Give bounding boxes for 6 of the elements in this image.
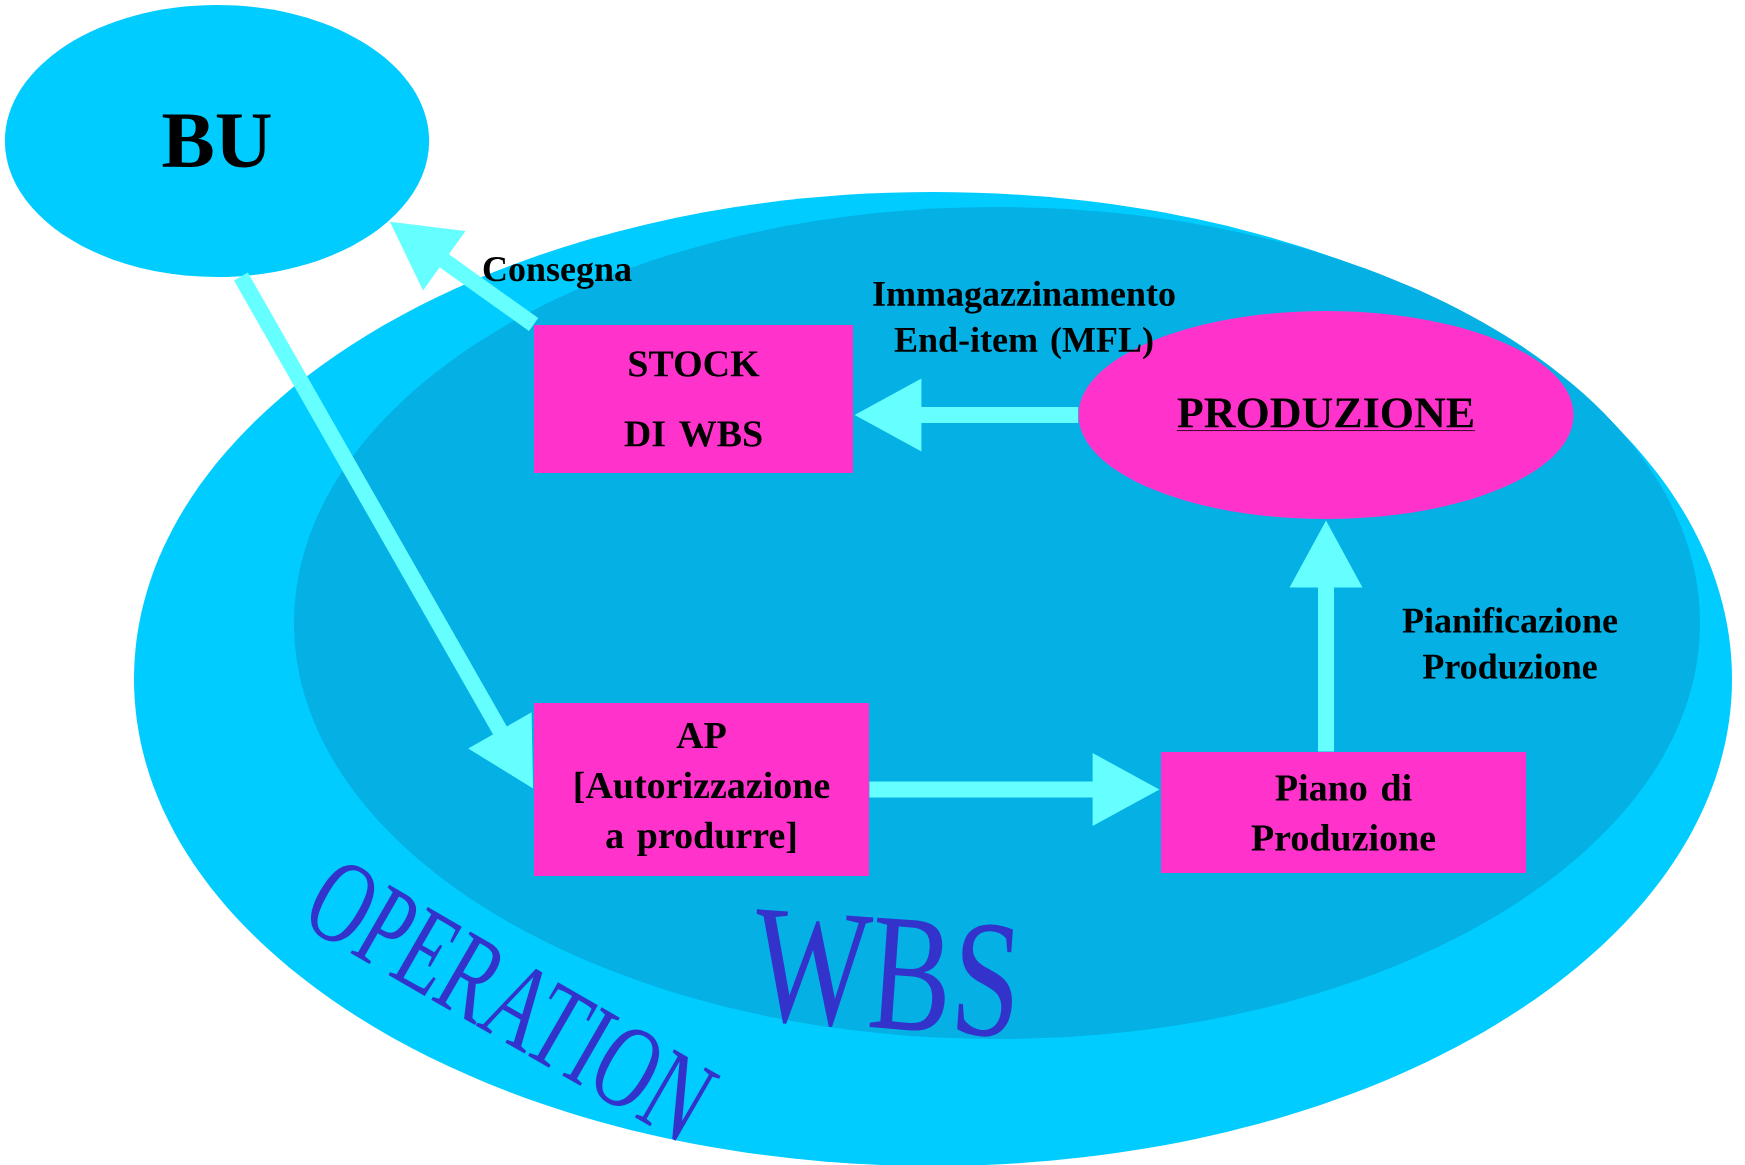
region-label: WBS [756, 909, 1013, 1037]
edge-label: Pianificazione Produzione [1402, 607, 1618, 679]
edge-label: Consegna [483, 257, 632, 289]
process-box: STOCK DI WBS [534, 325, 853, 473]
process-box: Piano di Produzione [1161, 752, 1526, 873]
process-box: AP [Autorizzazione a produrre] [534, 703, 869, 876]
